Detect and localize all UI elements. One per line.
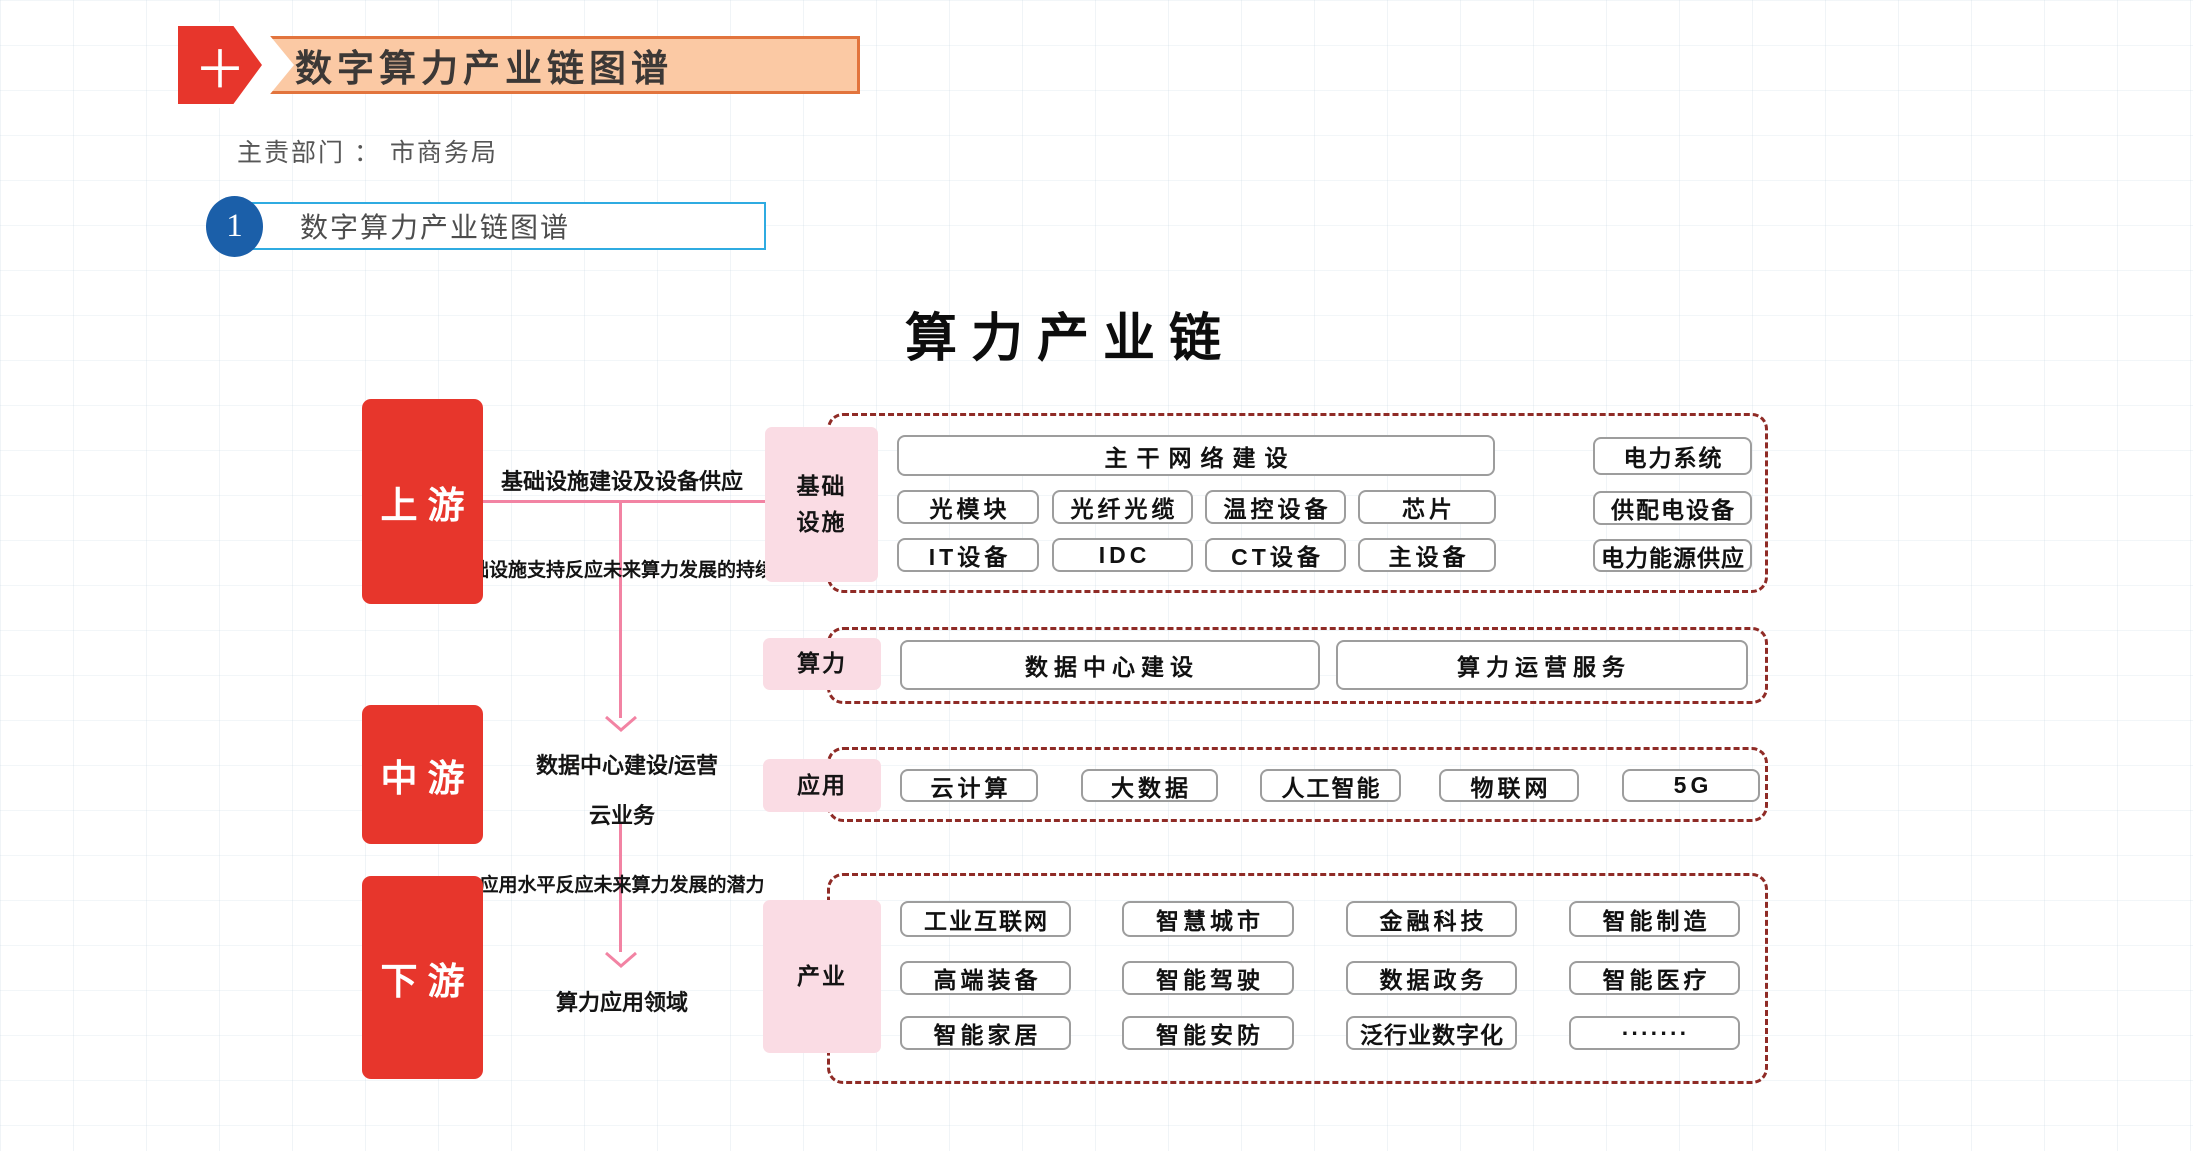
infra-box: IT设备 [897, 538, 1039, 572]
stage-midstream: 中游 [362, 705, 483, 844]
industry-label: 产业 [763, 900, 881, 1053]
industry-box: 智能驾驶 [1122, 961, 1294, 995]
industry-box: 工业互联网 [900, 901, 1071, 937]
list-item-label: 数字算力产业链图谱 [300, 212, 571, 243]
connector-vline-1 [619, 502, 622, 718]
industry-box: 金融科技 [1346, 901, 1517, 937]
arrow-down-icon [605, 951, 637, 968]
connector-label-top-sub: 基础设施支持反应未来算力发展的持续性 [450, 560, 793, 581]
infra-label: 基础 设施 [765, 427, 878, 582]
diagram-title: 算力产业链 [904, 310, 1235, 368]
application-box: 物联网 [1439, 769, 1579, 802]
computing-box: 算力运营服务 [1336, 640, 1748, 690]
industry-box: 数据政务 [1346, 961, 1517, 995]
header-title: 数字算力产业链图谱 [295, 48, 673, 89]
infra-box: 光纤光缆 [1052, 490, 1193, 524]
industry-box: 高端装备 [900, 961, 1071, 995]
connector-hline-upstream [483, 500, 765, 503]
list-item: 数字算力产业链图谱 [234, 202, 766, 250]
application-box: 大数据 [1081, 769, 1218, 802]
application-box: 云计算 [900, 769, 1038, 802]
industry-box: 智能家居 [900, 1016, 1071, 1050]
industry-box: 泛行业数字化 [1346, 1016, 1517, 1050]
infra-box: IDC [1052, 538, 1193, 572]
power-box: 供配电设备 [1593, 491, 1752, 525]
power-box: 电力系统 [1593, 437, 1752, 475]
power-box: 电力能源供应 [1593, 539, 1752, 572]
infra-box: 主设备 [1358, 538, 1496, 572]
dept-line: 主责部门 ： 市商务局 [237, 139, 498, 167]
stage-upstream: 上游 [362, 399, 483, 604]
header-banner: 数字算力产业链图谱 [252, 36, 860, 94]
infra-box: 芯片 [1358, 490, 1496, 524]
application-box: 人工智能 [1260, 769, 1401, 802]
stage-downstream: 下游 [362, 876, 483, 1079]
infra-box: 光模块 [897, 490, 1039, 524]
application-label: 应用 [763, 759, 881, 812]
infra-box: CT设备 [1205, 538, 1346, 572]
arrow-down-icon [605, 715, 637, 732]
infra-box: 温控设备 [1205, 490, 1346, 524]
connector-vline-2 [619, 824, 622, 952]
connector-label-mid-1: 数据中心建设/运营 [535, 753, 719, 778]
industry-box: 智能制造 [1569, 901, 1740, 937]
industry-box: 智能安防 [1122, 1016, 1294, 1050]
application-box: 5G [1622, 769, 1760, 802]
industry-box: 智能医疗 [1569, 961, 1740, 995]
item-number-badge: 1 [206, 196, 263, 257]
connector-label-mid-sub: 应用水平反应未来算力发展的潜力 [479, 875, 765, 896]
computing-label: 算力 [763, 638, 881, 690]
infra-box-backbone: 主干网络建设 [897, 435, 1495, 476]
computing-box: 数据中心建设 [900, 640, 1320, 690]
connector-label-top: 基础设施建设及设备供应 [500, 469, 743, 494]
industry-box: 智慧城市 [1122, 901, 1294, 937]
connector-label-mid-2: 云业务 [588, 803, 655, 828]
industry-box-more: ······· [1569, 1016, 1740, 1050]
connector-label-down: 算力应用领域 [555, 990, 688, 1015]
